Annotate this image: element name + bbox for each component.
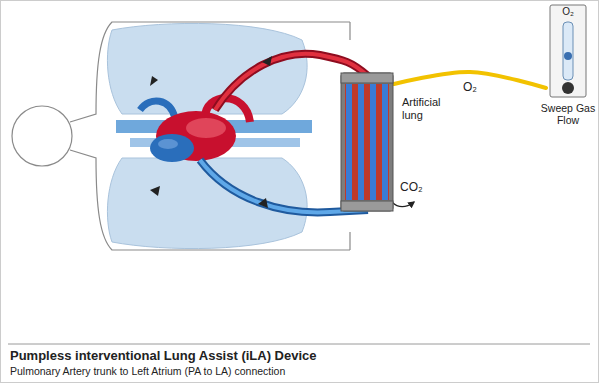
diagram-caption: Pulmonary Artery trunk to Left Atrium (P… [10,365,285,377]
edge-label: O₂ [461,80,479,94]
diagram-title: Pumpless interventional Lung Assist (iLA… [10,348,317,363]
caption-rule [8,344,590,345]
node-text: Sweep Gas Flow [540,102,596,126]
lung-shape [340,72,394,212]
artificial-lung: Artificial lung [340,72,394,212]
sweep-gas-flowmeter: O₂Sweep Gas Flow [546,4,590,100]
flow-arrows [150,56,272,208]
meter-shape [546,4,590,100]
heart [150,111,236,162]
co2-arrow [392,202,414,207]
gas-label: CO₂ [400,180,423,194]
node-heading: Artificial lung [402,96,462,121]
node-heading: O₂ [550,6,586,18]
